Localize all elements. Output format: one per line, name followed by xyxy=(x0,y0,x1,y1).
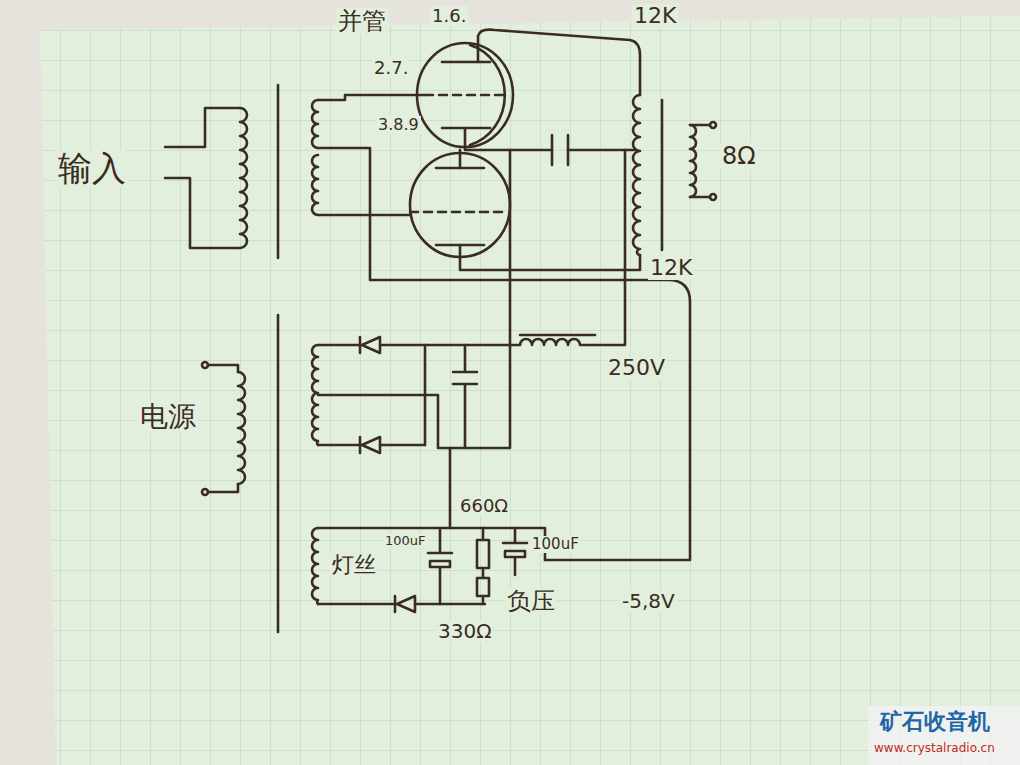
circuit-label: 8Ω xyxy=(720,143,758,169)
watermark: www.crystalradio.cn xyxy=(872,742,997,755)
circuit-label: 100uF xyxy=(383,534,428,548)
circuit-label: 电源 xyxy=(138,402,198,433)
circuit-label: 12K xyxy=(632,4,678,28)
circuit-label: 100uF xyxy=(530,536,581,553)
circuit-label: 330Ω xyxy=(436,620,493,642)
circuit-label: 660Ω xyxy=(458,496,510,516)
circuit-label: 1.6. xyxy=(430,6,468,26)
circuit-label: 12K xyxy=(648,256,694,280)
circuit-label: -5,8V xyxy=(620,590,677,612)
circuit-label: 输入 xyxy=(56,150,128,187)
circuit-label: 2.7. xyxy=(372,58,410,78)
circuit-label: 250V xyxy=(606,356,667,380)
circuit-label: 并管 xyxy=(336,8,388,34)
circuit-label: 灯丝 xyxy=(330,553,378,577)
circuit-label: 3.8.9 xyxy=(376,116,421,134)
watermark: 矿石收音机 xyxy=(878,710,992,734)
circuit-label: 负压 xyxy=(505,588,557,614)
